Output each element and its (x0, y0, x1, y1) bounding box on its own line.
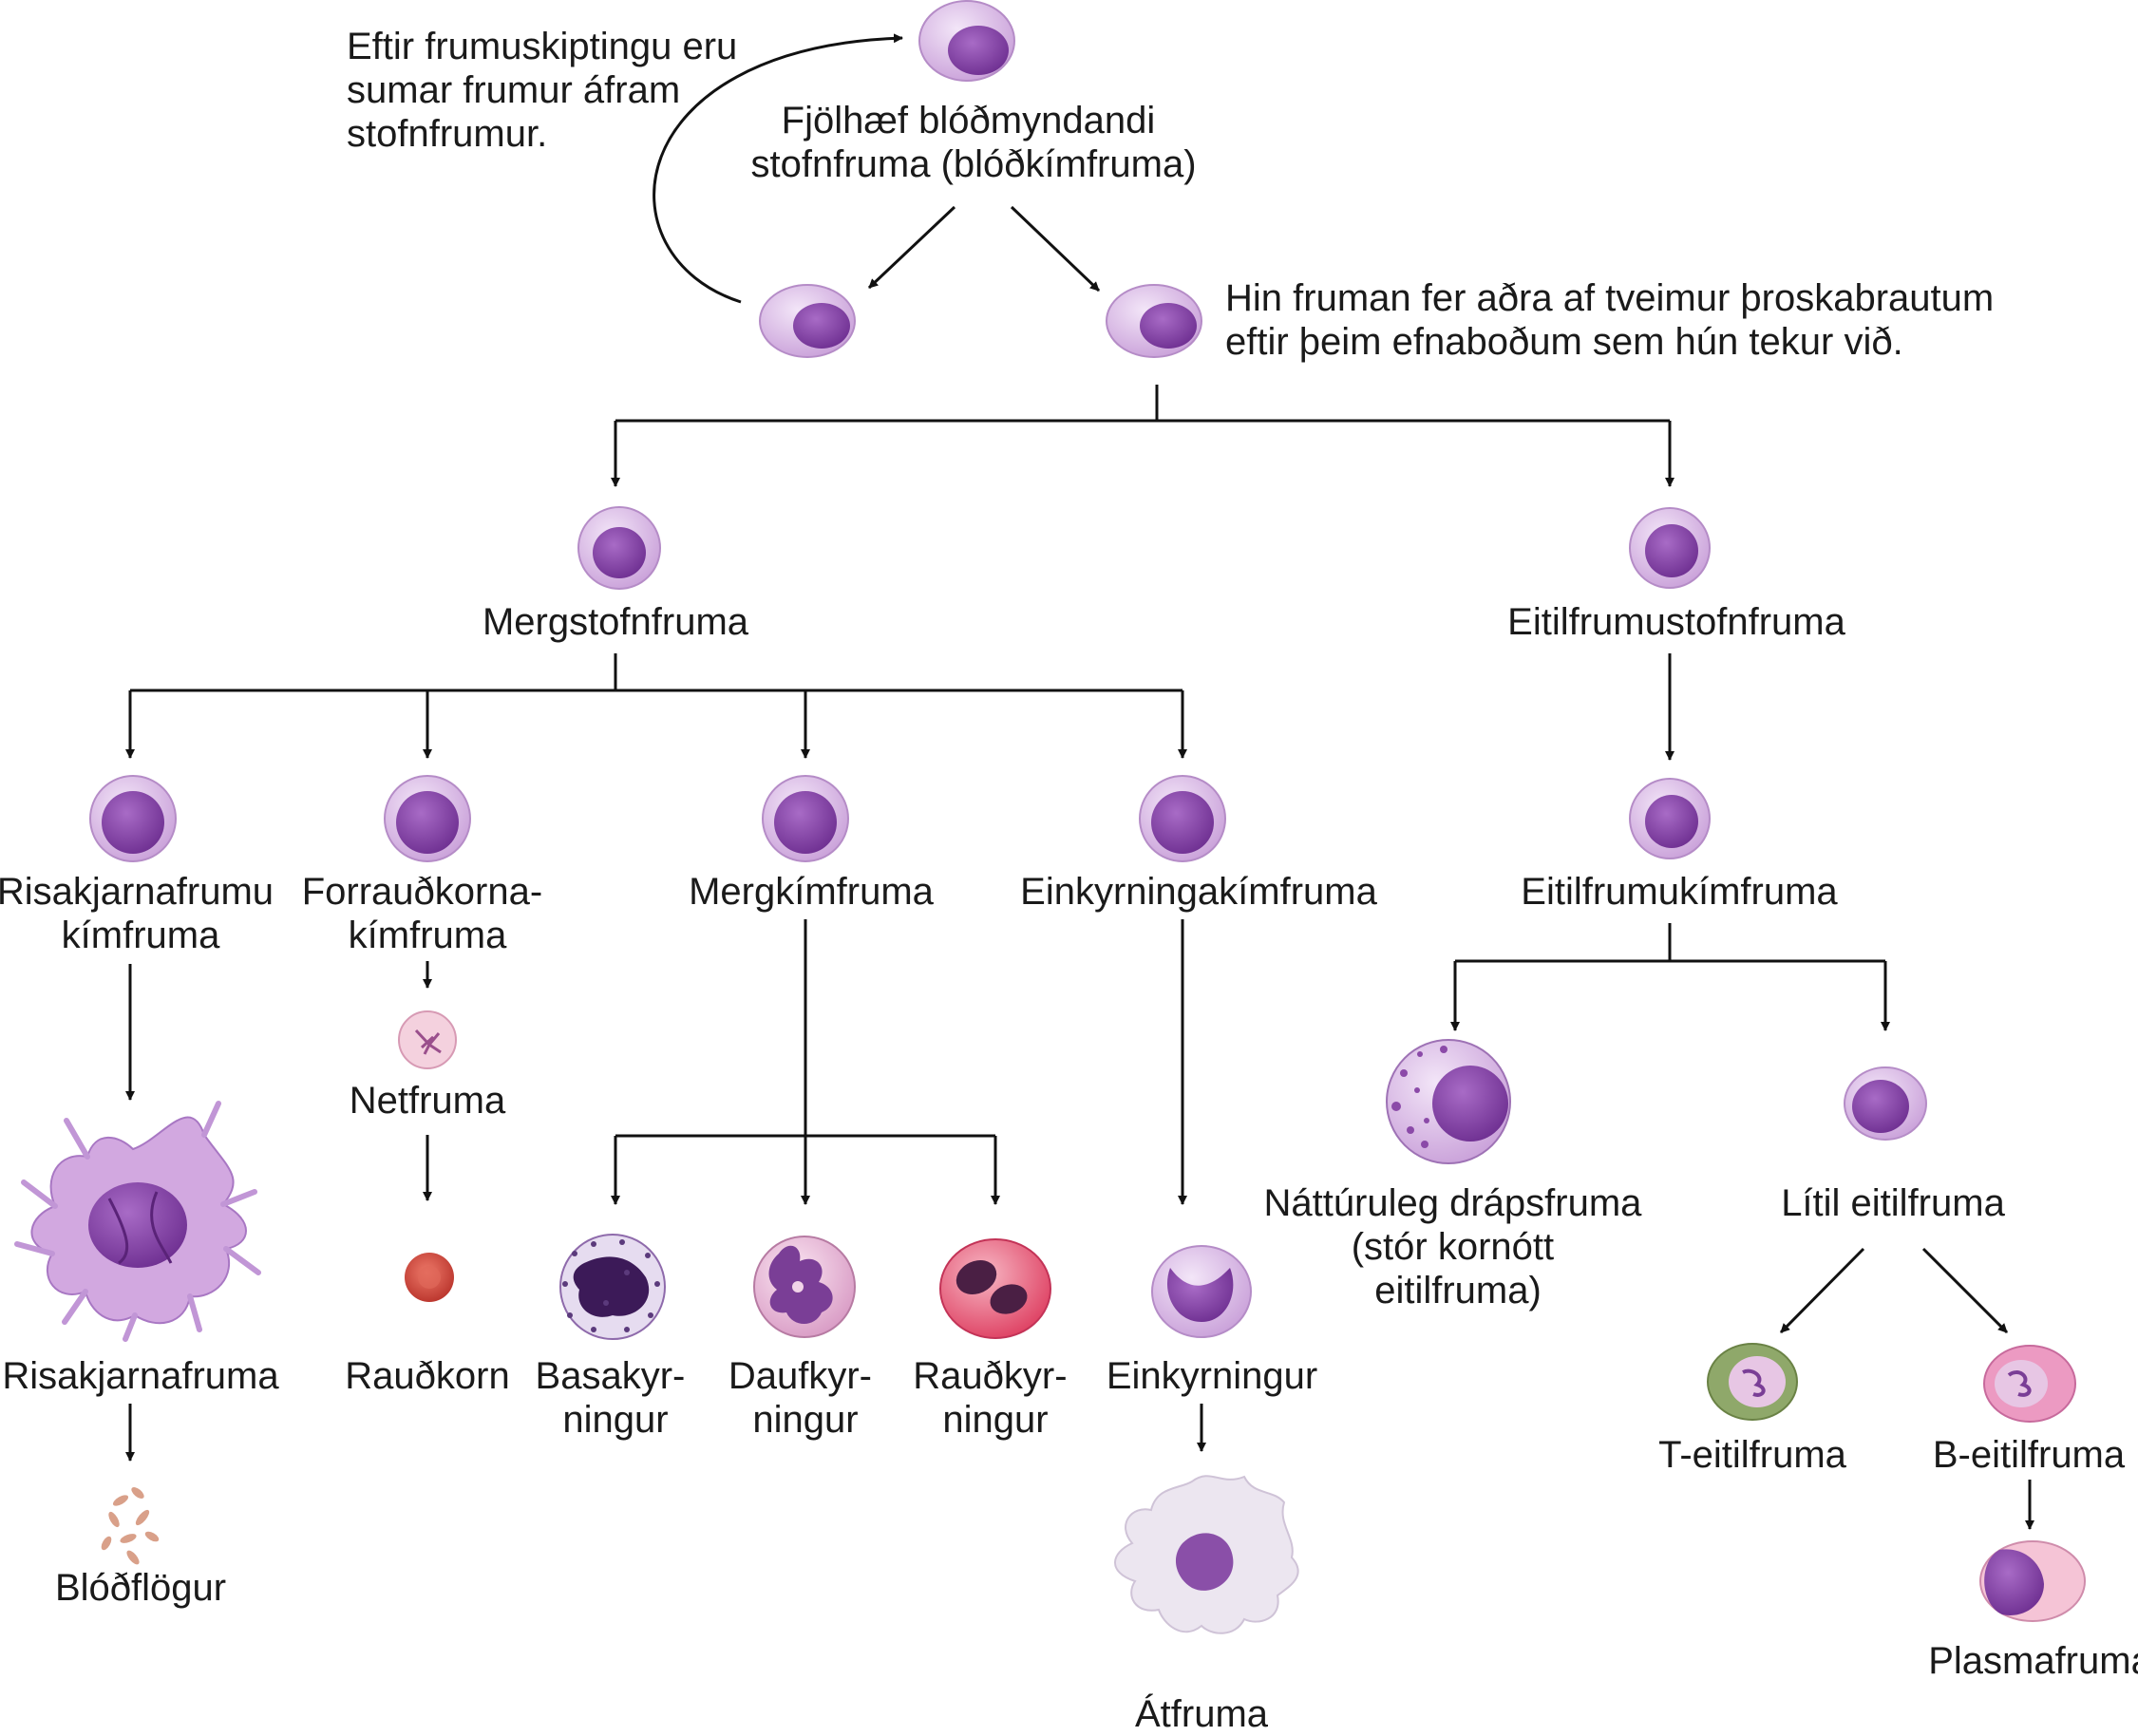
plasma-cell-icon (1979, 1540, 2086, 1622)
myeloblast-cell-icon (762, 775, 849, 862)
monoblast-label: Einkyrningakímfruma (1020, 871, 1377, 913)
arrow-hsc-to-right (1010, 205, 1101, 292)
t-cell-icon (1707, 1343, 1798, 1421)
reticulocyte-cell-icon (398, 1010, 457, 1069)
lymphoblast-cell-icon (1629, 778, 1711, 859)
plasma-cell-label: Plasmafruma (1928, 1640, 2138, 1682)
macrophage-cell-icon (1114, 1475, 1299, 1634)
nk-cell-icon (1386, 1039, 1511, 1164)
hsc-cell-icon (918, 0, 1015, 82)
small-lymphocyte-cell-icon (1844, 1066, 1927, 1141)
reticulocyte-label: Netfruma (350, 1080, 506, 1122)
neutrophil-label: Daufkyr- ningur (728, 1355, 882, 1441)
b-cell-label: B-eitilfruma (1933, 1434, 2126, 1476)
arrow-to-b-cell (1921, 1247, 2009, 1334)
neutrophil-cell-icon (753, 1236, 856, 1338)
proerythroblast-cell-icon (384, 775, 471, 862)
self-renewal-note: Eftir frumuskiptingu eru sumar frumur áf… (347, 26, 747, 155)
erythrocyte-label: Rauðkorn (345, 1355, 509, 1397)
myeloblast-label: Mergkímfruma (689, 871, 935, 913)
lymphoblast-label: Eitilfrumukímfruma (1521, 871, 1838, 913)
hsc-label: Fjölhæf blóðmyndandi stofnfruma (blóðkím… (750, 100, 1196, 185)
daughter-stem-cell-icon (759, 284, 856, 358)
platelets-label: Blóðflögur (55, 1567, 226, 1609)
committed-cell-icon (1106, 284, 1202, 358)
t-cell-label: T-eitilfruma (1658, 1434, 1847, 1476)
erythrocyte-cell-icon (405, 1253, 454, 1302)
basophil-cell-icon (559, 1234, 666, 1340)
arrow-to-t-cell (1779, 1247, 1865, 1334)
myeloid-stem-label: Mergstofnfruma (482, 601, 749, 643)
lymphoid-stem-cell-icon (1629, 507, 1711, 589)
megakaryoblast-cell-icon (89, 775, 177, 862)
self-renewal-arrow (653, 33, 903, 304)
pathways-note: Hin fruman fer aðra af tveimur þroskabra… (1225, 277, 2004, 363)
connector-lines (125, 33, 2034, 1530)
eosinophil-label: Rauðkyr- ningur (913, 1355, 1077, 1441)
small-lymphocyte-label: Lítil eitilfruma (1781, 1182, 2005, 1224)
eosinophil-cell-icon (939, 1238, 1051, 1339)
arrow-hsc-to-left (867, 205, 956, 290)
megakaryocyte-cell-icon (14, 1101, 261, 1342)
lymphoid-stem-label: Eitilfrumustofnfruma (1507, 601, 1845, 643)
monocyte-label: Einkyrningur (1107, 1355, 1317, 1397)
monoblast-cell-icon (1139, 775, 1226, 862)
nk-cell-label: Náttúruleg drápsfruma (stór kornótt eiti… (1263, 1182, 1652, 1311)
megakaryoblast-label: Risakjarnafrumu kímfruma (0, 871, 284, 956)
myeloid-stem-cell-icon (577, 506, 661, 590)
platelets-icon (101, 1487, 160, 1565)
megakaryocyte-label: Risakjarnafruma (2, 1355, 279, 1397)
b-cell-icon (1983, 1345, 2076, 1423)
macrophage-label: Átfruma (1135, 1692, 1269, 1735)
basophil-label: Basakyr- ningur (536, 1355, 696, 1441)
monocyte-cell-icon (1151, 1245, 1252, 1338)
proerythroblast-label: Forrauðkorna- kímfruma (302, 871, 554, 956)
